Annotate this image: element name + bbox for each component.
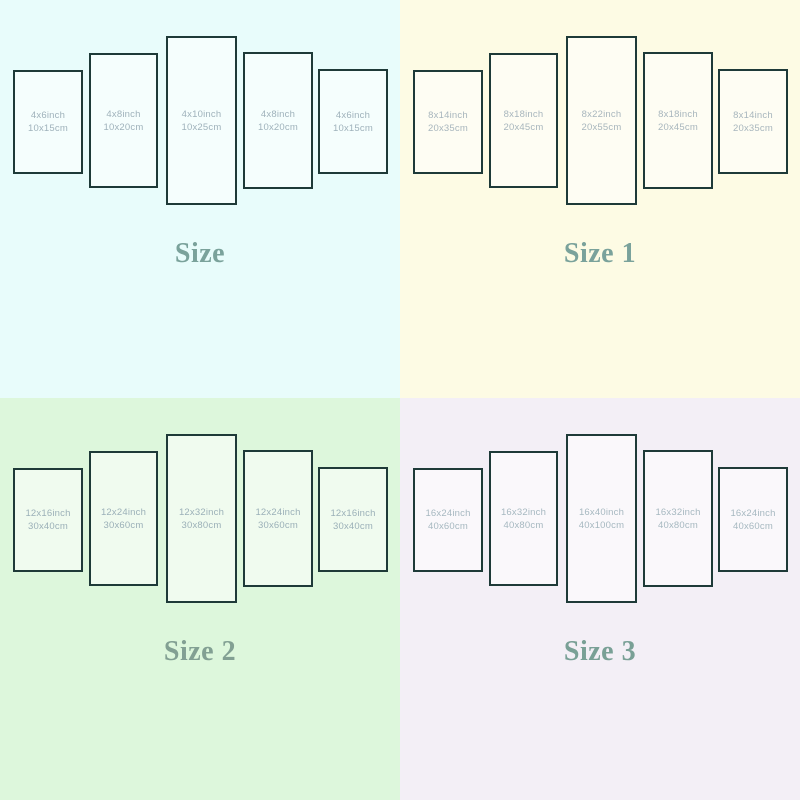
- canvas-panel-2-2[interactable]: 12x24inch 30x60cm: [89, 451, 158, 586]
- canvas-panel-3-3[interactable]: 16x40inch 40x100cm: [566, 434, 637, 603]
- panel-cm-2-2: 30x60cm: [103, 519, 144, 531]
- canvas-panel-0-3[interactable]: 4x10inch 10x25cm: [166, 36, 237, 205]
- canvas-panel-0-2[interactable]: 4x8inch 10x20cm: [89, 53, 158, 188]
- canvas-panel-3-2[interactable]: 16x32inch 40x80cm: [489, 451, 558, 586]
- panel-label-3-5: 16x24inch 40x60cm: [730, 507, 775, 533]
- panel-cm-3-3: 40x100cm: [578, 519, 625, 531]
- canvas-panel-1-2[interactable]: 8x18inch 20x45cm: [489, 53, 558, 188]
- canvas-panel-3-1[interactable]: 16x24inch 40x60cm: [413, 468, 483, 572]
- size-option-title-2: Size 2: [163, 636, 237, 667]
- panel-label-1-3: 8x22inch 20x55cm: [582, 108, 622, 134]
- panel-cm-3-4: 40x80cm: [658, 519, 698, 531]
- panel-inch-2-2: 12x24inch: [100, 506, 147, 518]
- panel-label-2-3: 12x32inch 30x80cm: [179, 506, 224, 532]
- panel-label-2-1: 12x16inch 30x40cm: [25, 507, 70, 533]
- panel-inch-3-1: 16x24inch: [425, 508, 471, 519]
- panel-inch-0-4: 4x8inch: [260, 108, 296, 120]
- panel-inch-3-4: 16x32inch: [655, 506, 701, 518]
- canvas-panel-1-3[interactable]: 8x22inch 20x55cm: [566, 36, 637, 205]
- size-option-quadrant-2[interactable]: 12x16inch 30x40cm 12x24inch 30x60cm 12x3…: [0, 398, 400, 800]
- panel-cm-2-5: 30x40cm: [333, 520, 373, 532]
- panel-inch-0-5: 4x6inch: [335, 109, 371, 121]
- panel-cm-0-2: 10x20cm: [103, 121, 144, 133]
- panel-inch-2-1: 12x16inch: [25, 508, 71, 519]
- panel-inch-0-3: 4x10inch: [181, 108, 222, 120]
- canvas-panel-2-4[interactable]: 12x24inch 30x60cm: [243, 450, 313, 587]
- panel-label-0-5: 4x6inch 10x15cm: [333, 109, 373, 135]
- panel-inch-0-1: 4x6inch: [30, 110, 66, 121]
- canvas-panel-3-5[interactable]: 16x24inch 40x60cm: [718, 467, 788, 572]
- panel-cm-1-2: 20x45cm: [503, 121, 544, 133]
- panel-cm-2-4: 30x60cm: [258, 519, 298, 531]
- panel-inch-2-5: 12x16inch: [330, 507, 376, 519]
- panel-inch-1-4: 8x18inch: [658, 108, 698, 120]
- canvas-panel-1-1[interactable]: 8x14inch 20x35cm: [413, 70, 483, 174]
- panel-cm-1-1: 20x35cm: [428, 123, 468, 134]
- panel-label-0-3: 4x10inch 10x25cm: [182, 108, 222, 134]
- panel-inch-2-3: 12x32inch: [178, 506, 225, 518]
- panel-cm-2-3: 30x80cm: [181, 519, 222, 531]
- panel-cm-1-4: 20x45cm: [658, 121, 698, 133]
- panel-label-1-2: 8x18inch 20x45cm: [504, 108, 544, 134]
- size-option-quadrant-0[interactable]: 4x6inch 10x15cm 4x8inch 10x20cm 4x10inch…: [0, 0, 400, 398]
- panel-inch-1-5: 8x14inch: [733, 109, 773, 121]
- panel-label-1-5: 8x14inch 20x35cm: [733, 109, 773, 135]
- panel-label-1-1: 8x14inch 20x35cm: [428, 109, 468, 135]
- canvas-panel-1-4[interactable]: 8x18inch 20x45cm: [643, 52, 713, 189]
- panel-label-0-1: 4x6inch 10x15cm: [28, 109, 68, 135]
- panel-group-2: 12x16inch 30x40cm 12x24inch 30x60cm 12x3…: [0, 398, 400, 698]
- panel-cm-3-2: 40x80cm: [503, 519, 544, 531]
- panel-inch-1-1: 8x14inch: [428, 110, 468, 121]
- panel-inch-1-3: 8x22inch: [581, 108, 622, 120]
- panel-cm-1-3: 20x55cm: [581, 121, 622, 133]
- canvas-panel-2-5[interactable]: 12x16inch 30x40cm: [318, 467, 388, 572]
- panel-cm-1-5: 20x35cm: [733, 122, 773, 134]
- panel-label-0-4: 4x8inch 10x20cm: [258, 108, 298, 134]
- size-option-quadrant-1[interactable]: 8x14inch 20x35cm 8x18inch 20x45cm 8x22in…: [400, 0, 800, 398]
- panel-cm-0-5: 10x15cm: [333, 122, 373, 134]
- panel-label-1-4: 8x18inch 20x45cm: [658, 108, 698, 134]
- panel-label-2-2: 12x24inch 30x60cm: [101, 506, 146, 532]
- canvas-panel-3-4[interactable]: 16x32inch 40x80cm: [643, 450, 713, 587]
- panel-inch-0-2: 4x8inch: [106, 108, 141, 120]
- panel-label-0-2: 4x8inch 10x20cm: [104, 108, 144, 134]
- panel-inch-1-2: 8x18inch: [503, 108, 544, 120]
- canvas-panel-1-5[interactable]: 8x14inch 20x35cm: [718, 69, 788, 174]
- canvas-panel-2-1[interactable]: 12x16inch 30x40cm: [13, 468, 83, 572]
- canvas-panel-0-4[interactable]: 4x8inch 10x20cm: [243, 52, 313, 189]
- panel-label-3-4: 16x32inch 40x80cm: [655, 506, 700, 532]
- panel-label-3-3: 16x40inch 40x100cm: [579, 506, 624, 532]
- panel-inch-3-3: 16x40inch: [578, 506, 625, 518]
- canvas-panel-0-1[interactable]: 4x6inch 10x15cm: [13, 70, 83, 174]
- panel-cm-2-1: 30x40cm: [28, 521, 68, 532]
- canvas-panel-2-3[interactable]: 12x32inch 30x80cm: [166, 434, 237, 603]
- panel-cm-3-5: 40x60cm: [733, 520, 773, 532]
- canvas-panel-0-5[interactable]: 4x6inch 10x15cm: [318, 69, 388, 174]
- panel-label-3-1: 16x24inch 40x60cm: [425, 507, 470, 533]
- panel-group-1: 8x14inch 20x35cm 8x18inch 20x45cm 8x22in…: [400, 0, 800, 300]
- panel-inch-3-5: 16x24inch: [730, 507, 776, 519]
- size-option-title-3: Size 3: [563, 636, 637, 667]
- panel-cm-0-3: 10x25cm: [181, 121, 222, 133]
- panel-label-2-5: 12x16inch 30x40cm: [330, 507, 375, 533]
- panel-cm-0-1: 10x15cm: [28, 123, 68, 134]
- panel-cm-0-4: 10x20cm: [258, 121, 298, 133]
- size-option-quadrant-3[interactable]: 16x24inch 40x60cm 16x32inch 40x80cm 16x4…: [400, 398, 800, 800]
- panel-cm-3-1: 40x60cm: [428, 521, 468, 532]
- size-option-title-1: Size 1: [563, 238, 637, 269]
- panel-inch-2-4: 12x24inch: [255, 506, 301, 518]
- panel-group-3: 16x24inch 40x60cm 16x32inch 40x80cm 16x4…: [400, 398, 800, 698]
- size-option-title-0: Size: [174, 238, 226, 269]
- panel-group-0: 4x6inch 10x15cm 4x8inch 10x20cm 4x10inch…: [0, 0, 400, 300]
- panel-label-3-2: 16x32inch 40x80cm: [501, 506, 546, 532]
- panel-inch-3-2: 16x32inch: [500, 506, 547, 518]
- panel-label-2-4: 12x24inch 30x60cm: [255, 506, 300, 532]
